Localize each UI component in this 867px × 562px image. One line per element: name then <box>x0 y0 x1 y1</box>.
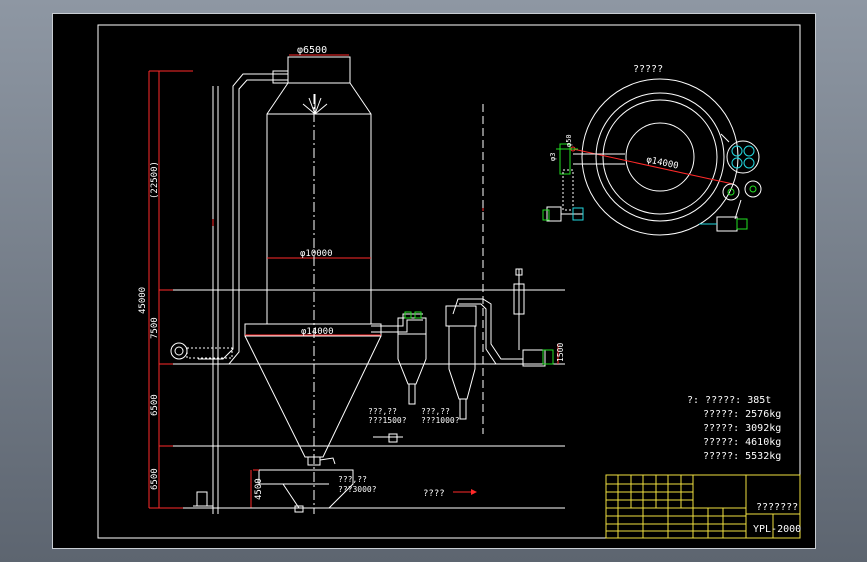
title-block-drawing-name: ??????? <box>756 502 798 513</box>
tower-roof <box>287 56 351 84</box>
plan-inner-ring <box>625 122 695 192</box>
flow-label: ???? <box>423 489 445 499</box>
front-elevation <box>148 54 565 514</box>
hopper-note-line1: ???,?? <box>338 475 367 484</box>
spec-list: ?: ?????: 385t ?????: 2576kg ?????: 3092… <box>687 395 781 462</box>
dim-6500-lower: 6500 <box>150 468 160 490</box>
tower-left-wall <box>266 82 289 324</box>
air-filter-coil <box>186 347 233 359</box>
cyclone-2-body <box>448 326 476 400</box>
hot-air-duct <box>198 73 288 360</box>
cyclone-1-note-line1: ???,?? <box>368 407 397 416</box>
spec-row: ?: ?????: 385t <box>687 395 771 406</box>
plan-view <box>542 78 762 236</box>
tower-cone <box>244 335 382 458</box>
dim-7500: 7500 <box>150 317 160 339</box>
dim-mid-diameter: φ10000 <box>300 249 333 259</box>
title-block-drawing-code: YPL-2000 <box>753 524 801 535</box>
dim-upper-height: (22500) <box>150 161 160 199</box>
exhaust-duct <box>371 313 423 327</box>
dim-plan-diameter: φ14000 <box>645 155 679 172</box>
cyclone-2-note-line1: ???,?? <box>421 407 450 416</box>
tower-base-ring <box>244 323 382 337</box>
spec-row: ?????: 5532kg <box>703 451 781 462</box>
cyclone-2-duct <box>452 298 523 360</box>
cad-drawing: φ6500 φ10000 φ14000 45000 (22500) 7500 6… <box>97 24 801 539</box>
cyclone-1-body <box>397 334 427 385</box>
tower-right-wall <box>349 82 372 324</box>
drawing-sheet: φ6500 φ10000 φ14000 45000 (22500) 7500 6… <box>52 13 816 549</box>
cyclone-1-head <box>397 317 427 335</box>
title-block <box>605 474 801 539</box>
dim-total-height: 45000 <box>138 287 148 314</box>
plan-fan <box>716 216 738 232</box>
dim-6500-upper: 6500 <box>150 394 160 416</box>
cyclone-2-head <box>445 305 477 327</box>
exhaust-fan <box>522 349 546 367</box>
spec-row: ?????: 3092kg <box>703 423 781 434</box>
plan-cyclone-large <box>726 140 760 174</box>
dim-plan-small-2: φ50 <box>565 134 573 147</box>
inlet-fan <box>170 342 188 360</box>
cyclone-2-note-line2: ???1000? <box>421 416 460 425</box>
stack-silencer <box>513 283 525 315</box>
plan-feed-unit <box>559 143 571 175</box>
plan-outer-ring <box>581 78 739 236</box>
spec-row: ?????: 4610kg <box>703 437 781 448</box>
plan-diameter-dim-line <box>572 148 734 185</box>
dim-base-diameter: φ14000 <box>301 327 334 337</box>
plan-view-title: ????? <box>633 64 663 75</box>
hopper-note-line2: ???3000? <box>338 485 377 494</box>
dim-1500: 1500 <box>556 343 565 362</box>
drawing-frame <box>97 24 801 539</box>
spec-row: ?????: 2576kg <box>703 409 781 420</box>
bottom-pump <box>196 491 208 507</box>
dim-4500: 4500 <box>254 478 264 500</box>
dim-plan-small-1: φ3 <box>549 153 557 161</box>
outlet-valve <box>388 433 398 443</box>
cyclone-1-note-line2: ???1500? <box>368 416 407 425</box>
dim-top-diameter: φ6500 <box>297 45 327 56</box>
